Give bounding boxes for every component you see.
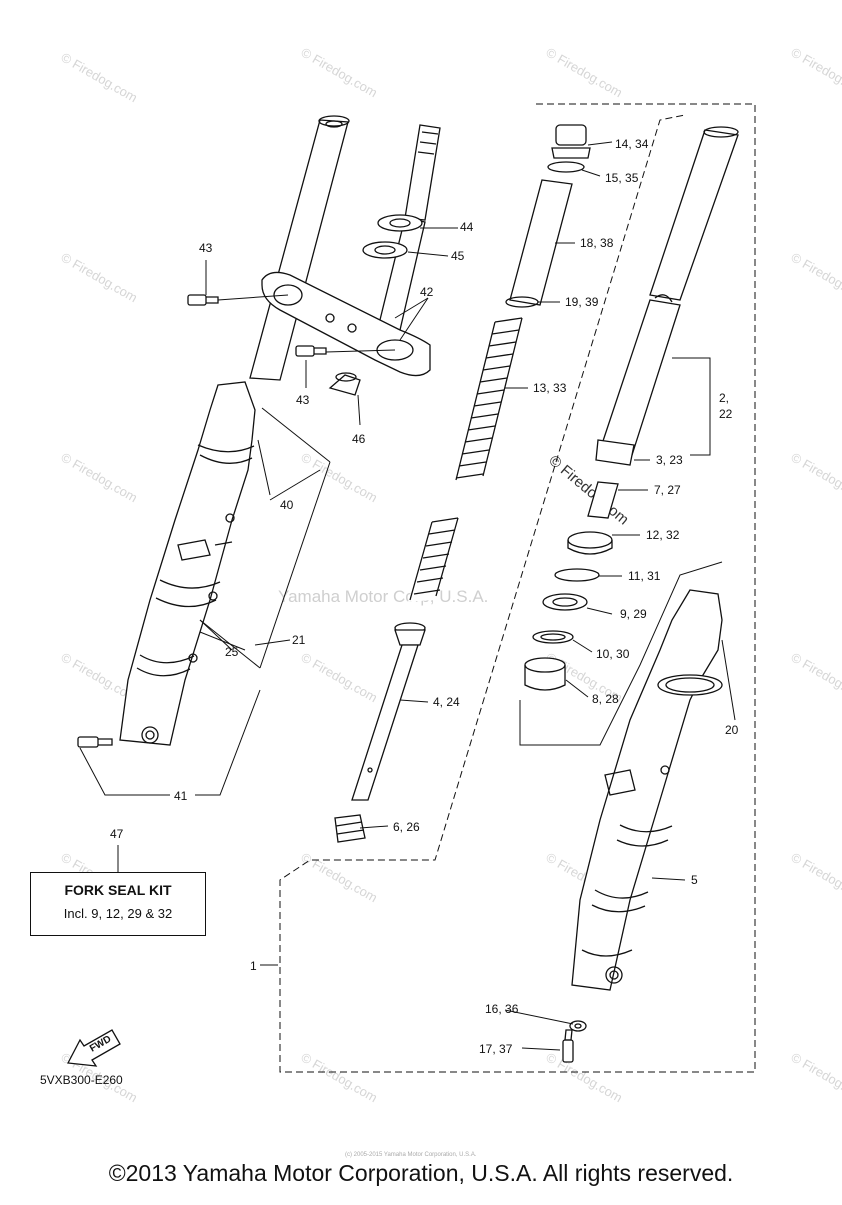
callout-13-33: 13, 33	[533, 381, 567, 395]
callout-6-26: 6, 26	[393, 820, 420, 834]
callout-42: 42	[420, 285, 434, 299]
callout-15-35: 15, 35	[605, 171, 639, 185]
bearing-45	[363, 242, 407, 258]
callout-44: 44	[460, 220, 474, 234]
callout-11-31: 11, 31	[628, 569, 661, 583]
kit-title: FORK SEAL KIT	[31, 882, 205, 898]
bolt-17	[563, 1030, 573, 1062]
callout-1: 1	[250, 959, 257, 973]
callout-25: 25	[225, 645, 239, 659]
callout-21: 21	[292, 633, 306, 647]
bolt-43-lower	[296, 346, 326, 356]
callout-20: 20	[725, 723, 739, 737]
damper-rod-4	[352, 623, 425, 800]
small-print: (c) 2005-2015 Yamaha Motor Corporation, …	[345, 1152, 477, 1158]
callout-47: 47	[110, 827, 124, 841]
callout-17-37: 17, 37	[479, 1042, 513, 1056]
watermark: © Firedog.com	[299, 1050, 381, 1106]
washer-10	[533, 631, 573, 643]
watermark: © Firedog.com	[789, 1050, 842, 1106]
diagram-code: 5VXB300-E260	[40, 1073, 123, 1087]
fork-seal-kit-box: FORK SEAL KIT Incl. 9, 12, 29 & 32	[30, 872, 206, 936]
callout-16-36: 16, 36	[485, 1002, 519, 1016]
callout-10-30: 10, 30	[596, 647, 630, 661]
callout-43-lower: 43	[296, 393, 310, 407]
callout-43: 43	[199, 241, 213, 255]
callout-46: 46	[352, 432, 366, 446]
watermark: © Firedog.com	[299, 450, 381, 506]
kit-description: Incl. 9, 12, 29 & 32	[31, 906, 205, 921]
callout-19-39: 19, 39	[565, 295, 599, 309]
callout-4-24: 4, 24	[433, 695, 460, 709]
watermark: © Firedog.com	[789, 250, 842, 306]
slide-bushing-3	[596, 440, 634, 465]
callout-18-38: 18, 38	[580, 236, 614, 250]
bolt-43-upper	[188, 295, 218, 305]
callout-2: 2,	[719, 391, 729, 405]
watermark: © Firedog.com	[789, 850, 842, 906]
watermark: © Firedog.com	[299, 650, 381, 706]
cable-guide-46	[330, 373, 360, 395]
callout-12-32: 12, 32	[646, 528, 680, 542]
watermark: © Firedog.com	[299, 850, 381, 906]
spring-13	[455, 318, 522, 482]
callout-9-29: 9, 29	[620, 607, 647, 621]
watermark: © Firedog.com	[299, 45, 381, 101]
slide-bushing-8	[525, 658, 565, 690]
copyright-footer: ©2013 Yamaha Motor Corporation, U.S.A. A…	[0, 1160, 842, 1187]
callout-40: 40	[280, 498, 294, 512]
axle-bolt-41	[78, 737, 112, 747]
callout-41: 41	[174, 789, 188, 803]
left-inner-tube	[250, 116, 349, 380]
callout-45: 45	[451, 249, 465, 263]
watermark: © Firedog.com	[544, 1050, 626, 1106]
oil-lock-6	[335, 815, 365, 842]
watermark: © Firedog.com	[59, 450, 141, 506]
callout-5: 5	[691, 873, 698, 887]
callout-3-23: 3, 23	[656, 453, 683, 467]
watermark: © Firedog.com	[789, 650, 842, 706]
o-ring-15	[548, 162, 584, 172]
left-outer-tube	[120, 382, 255, 745]
watermark: © Firedog.com	[59, 250, 141, 306]
callout-7-27: 7, 27	[654, 483, 681, 497]
bearing-44	[378, 215, 422, 231]
stopper-ring-11	[555, 569, 599, 581]
watermark: © Firedog.com	[544, 45, 626, 101]
watermark: © Firedog.com	[789, 450, 842, 506]
callout-22: 22	[719, 407, 733, 421]
dust-seal-12	[568, 532, 612, 554]
oil-seal-9	[543, 594, 587, 610]
callout-8-28: 8, 28	[592, 692, 619, 706]
cap-bolt-14	[552, 125, 590, 158]
watermark: © Firedog.com	[789, 45, 842, 101]
watermark: © Firedog.com	[59, 50, 141, 106]
watermark-center: Yamaha Motor Corp, U.S.A.	[278, 587, 488, 606]
callout-14-34: 14, 34	[615, 137, 649, 151]
